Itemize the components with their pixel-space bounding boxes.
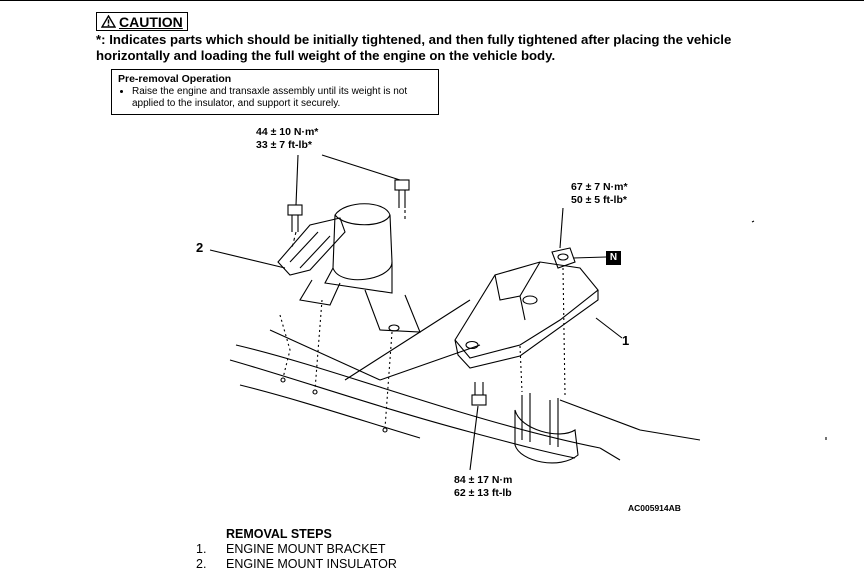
removal-step: 1. ENGINE MOUNT BRACKET <box>196 542 397 557</box>
torque-bottom-nm: 84 ± 17 N·m <box>454 474 513 486</box>
torque-top-left-ftlb: 33 ± 7 ft-lb* <box>256 139 312 151</box>
top-rule <box>0 0 864 1</box>
warning-triangle-icon <box>101 15 116 28</box>
callout-1: 1 <box>622 333 630 348</box>
figure-code: AC005914AB <box>628 503 681 513</box>
pre-removal-title: Pre-removal Operation <box>118 73 232 85</box>
step-label: ENGINE MOUNT INSULATOR <box>226 557 397 571</box>
torque-right-ftlb: 50 ± 5 ft-lb* <box>571 194 627 206</box>
torque-right: 67 ± 7 N·m* 50 ± 5 ft-lb* <box>571 181 628 207</box>
step-label: ENGINE MOUNT BRACKET <box>226 542 386 556</box>
step-number: 1. <box>196 542 207 556</box>
torque-bottom: 84 ± 17 N·m 62 ± 13 ft-lb <box>454 474 512 500</box>
caution-badge: CAUTION <box>96 12 188 31</box>
torque-bottom-ftlb: 62 ± 13 ft-lb <box>454 487 512 499</box>
torque-top-left: 44 ± 10 N·m* 33 ± 7 ft-lb* <box>256 126 318 152</box>
caution-label: CAUTION <box>119 13 183 30</box>
n-marker-badge: N <box>606 251 621 265</box>
step-number: 2. <box>196 557 207 571</box>
removal-steps-heading: REMOVAL STEPS <box>226 527 332 541</box>
callout-2: 2 <box>196 240 204 255</box>
pre-removal-item: Raise the engine and transaxle assembly … <box>132 86 432 110</box>
pre-removal-box: Pre-removal Operation Raise the engine a… <box>111 69 439 115</box>
removal-step: 2. ENGINE MOUNT INSULATOR <box>196 557 397 572</box>
torque-right-nm: 67 ± 7 N·m* <box>571 181 628 193</box>
removal-steps: REMOVAL STEPS 1. ENGINE MOUNT BRACKET 2.… <box>196 527 397 572</box>
caution-text: *: Indicates parts which should be initi… <box>96 32 732 63</box>
torque-top-left-nm: 44 ± 10 N·m* <box>256 126 319 138</box>
